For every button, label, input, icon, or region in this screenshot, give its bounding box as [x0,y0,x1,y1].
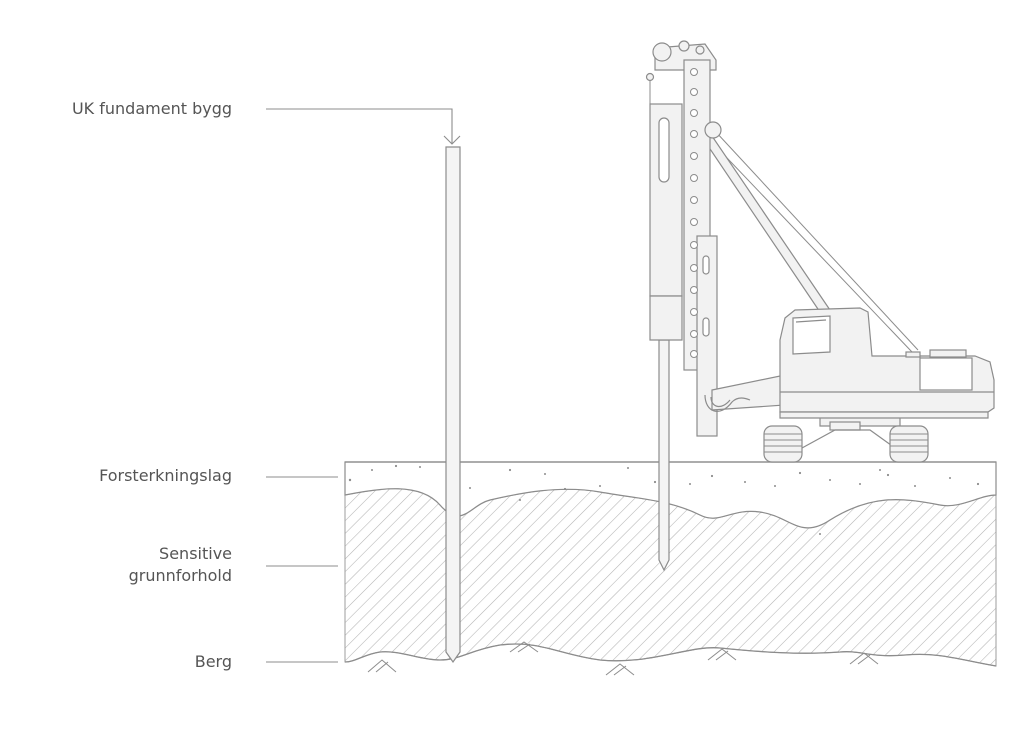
bedrock-marks [367,641,879,676]
sensitive-soil-layer [344,488,997,667]
label-sensitive-ground: Sensitive grunnforhold [129,543,232,587]
leader-lines [266,108,461,663]
piling-rig [645,40,995,463]
gravel-dots [348,464,980,535]
mast-holes [690,68,698,358]
label-sensitive-line1: Sensitive [159,544,232,563]
label-sensitive-line2: grunnforhold [128,566,232,585]
label-bedrock: Berg [194,652,232,671]
label-foundation: UK fundament bygg [71,99,232,118]
label-reinforcement-layer: Forsterkningslag [99,466,232,485]
installed-pile [445,146,461,664]
bedrock-surface [344,643,997,667]
driven-pile [658,339,670,572]
